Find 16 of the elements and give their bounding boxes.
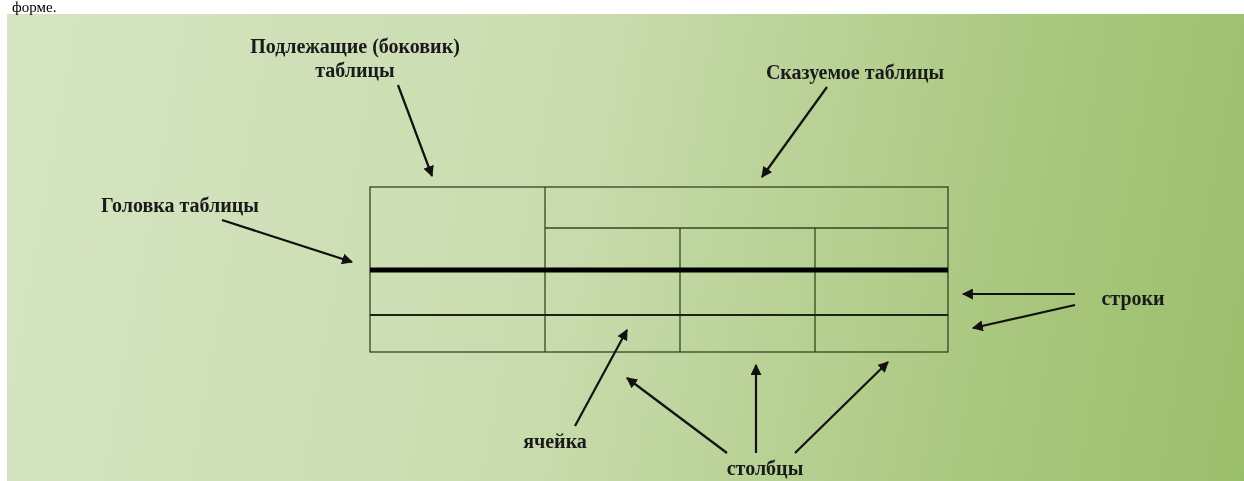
leader-arrow — [961, 288, 1075, 300]
callout-text: Сказуемое таблицы — [765, 60, 945, 84]
callout-text: столбцы — [726, 456, 804, 480]
leader-arrow — [761, 86, 828, 178]
leader-arrow — [574, 329, 628, 427]
callout-text: строки — [1101, 286, 1165, 310]
body-text: форме. — [12, 0, 57, 15]
leader-arrow — [626, 377, 728, 454]
leader-arrow — [971, 303, 1076, 332]
leader-arrow — [794, 361, 889, 454]
leader-arrow — [396, 84, 434, 178]
callout-text: Головка таблицы — [101, 193, 259, 217]
callout-text: Подлежащие (боковик) таблицы — [249, 34, 461, 82]
leader-arrow — [750, 363, 762, 453]
leader-arrow — [221, 218, 354, 265]
callout-text: ячейка — [523, 429, 587, 453]
